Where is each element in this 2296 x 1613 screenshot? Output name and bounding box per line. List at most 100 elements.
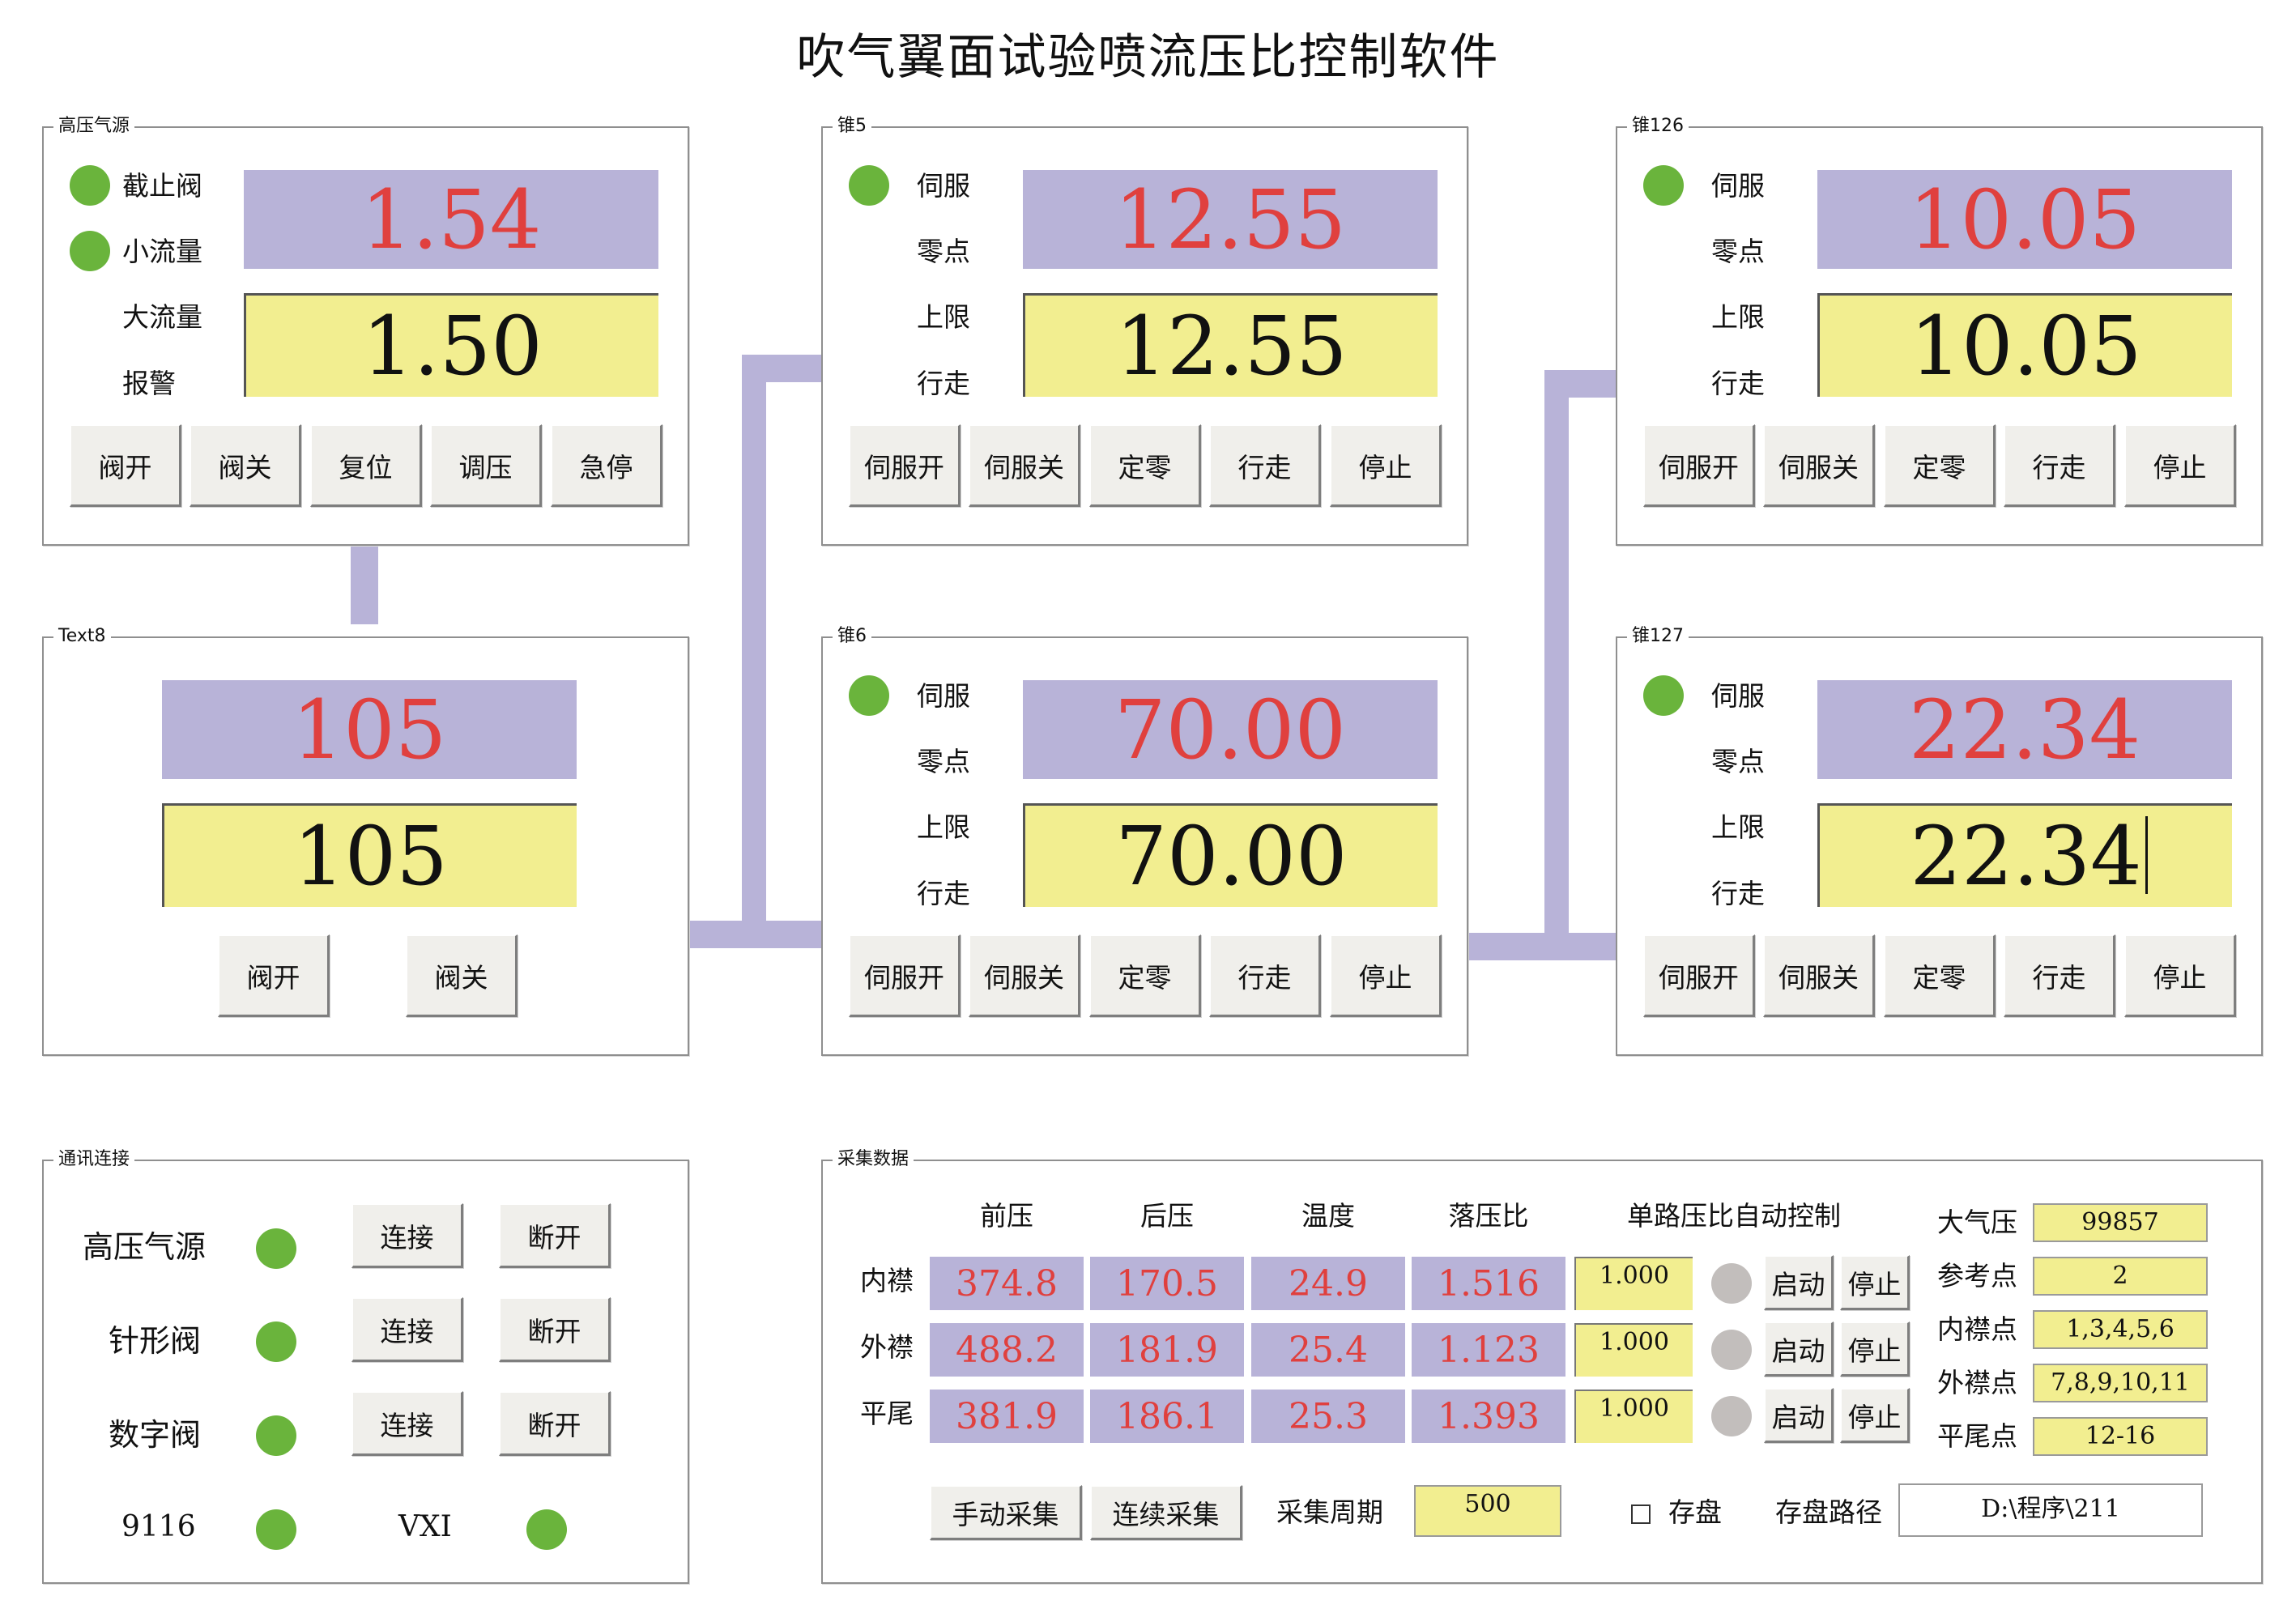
stop-button[interactable]: 停止 — [2124, 934, 2236, 1017]
app-title: 吹气翼面试验喷流压比控制软件 — [796, 29, 1500, 86]
digital-valve-status-indicator — [256, 1415, 296, 1456]
comm-label-needle-valve: 针形阀 — [109, 1323, 202, 1359]
high-pressure-panel: 高压气源 截止阀 小流量 大流量 报警 1.54 1.50 阀开 阀关 复位 调… — [42, 116, 689, 546]
reset-button[interactable]: 复位 — [310, 424, 422, 507]
travel-button[interactable]: 行走 — [2004, 424, 2115, 507]
comm-label-9116: 9116 — [121, 1510, 196, 1543]
servo-off-button[interactable]: 伺服关 — [969, 934, 1080, 1017]
cone127-panel: 锥127 伺服 零点 上限 行走 22.34 22.34 伺服开 伺服关 定零 … — [1616, 626, 2263, 1056]
save-checkbox[interactable] — [1631, 1504, 1651, 1524]
zero-label: 零点 — [917, 236, 970, 267]
servo-indicator — [1643, 675, 1684, 716]
rear-pressure-value: 186.1 — [1090, 1390, 1244, 1443]
valve-open-button[interactable]: 阀开 — [70, 424, 181, 507]
disconnect-button[interactable]: 断开 — [499, 1297, 611, 1362]
panel-legend: 高压气源 — [53, 116, 135, 137]
manual-acquire-button[interactable]: 手动采集 — [930, 1485, 1082, 1540]
connect-button[interactable]: 连接 — [351, 1203, 463, 1268]
stop-button[interactable]: 停止 — [2124, 424, 2236, 507]
servo-indicator — [849, 675, 889, 716]
save-path-field[interactable]: D:\程序\211 — [1898, 1483, 2203, 1537]
stop-button[interactable]: 停止 — [1330, 934, 1442, 1017]
valve-close-button[interactable]: 阀关 — [406, 934, 518, 1017]
disconnect-button[interactable]: 断开 — [499, 1391, 611, 1456]
shutoff-valve-label: 截止阀 — [122, 170, 202, 202]
pressure-ratio-value: 1.123 — [1412, 1323, 1565, 1377]
servo-on-button[interactable]: 伺服开 — [849, 424, 961, 507]
acquire-period-field[interactable]: 500 — [1414, 1485, 1561, 1537]
travel-label: 行走 — [917, 878, 970, 909]
ratio-setpoint-field[interactable]: 1.000 — [1574, 1323, 1693, 1377]
text-caret — [2145, 816, 2148, 894]
reference-point-field[interactable]: 2 — [2033, 1257, 2208, 1296]
atmospheric-pressure-field[interactable]: 99857 — [2033, 1203, 2208, 1242]
set-zero-button[interactable]: 定零 — [1089, 424, 1201, 507]
start-button[interactable]: 启动 — [1764, 1255, 1834, 1310]
pressure-display: 1.54 — [244, 170, 658, 269]
stop-button[interactable]: 停止 — [1840, 1388, 1910, 1443]
ratio-setpoint-field[interactable]: 1.000 — [1574, 1390, 1693, 1443]
set-zero-button[interactable]: 定零 — [1884, 934, 1996, 1017]
ratio-setpoint-field[interactable]: 1.000 — [1574, 1257, 1693, 1310]
valve-close-button[interactable]: 阀关 — [190, 424, 301, 507]
pressure-setpoint-field[interactable]: 1.50 — [244, 293, 658, 397]
outer-flap-points-field[interactable]: 7,8,9,10,11 — [2033, 1364, 2208, 1402]
stop-button[interactable]: 停止 — [1840, 1321, 1910, 1377]
rear-pressure-value: 170.5 — [1090, 1257, 1244, 1310]
regulate-button[interactable]: 调压 — [430, 424, 542, 507]
inner-flap-points-field[interactable]: 1,3,4,5,6 — [2033, 1310, 2208, 1349]
large-flow-label: 大流量 — [122, 301, 202, 333]
servo-indicator — [1643, 165, 1684, 206]
save-path-label: 存盘路径 — [1775, 1496, 1882, 1528]
pipe-to-cone126 — [1544, 370, 1619, 398]
inner-flap-points-label: 内襟点 — [1937, 1313, 2017, 1345]
row-label-outer-flap: 外襟 — [860, 1331, 914, 1363]
cone6-panel: 锥6 伺服 零点 上限 行走 70.00 70.00 伺服开 伺服关 定零 行走… — [821, 626, 1468, 1056]
travel-label: 行走 — [1711, 878, 1765, 909]
servo-on-button[interactable]: 伺服开 — [849, 934, 961, 1017]
position-setpoint-field[interactable]: 22.34 — [1817, 803, 2232, 907]
connect-button[interactable]: 连接 — [351, 1391, 463, 1456]
servo-off-button[interactable]: 伺服关 — [1763, 424, 1875, 507]
servo-on-button[interactable]: 伺服开 — [1643, 934, 1755, 1017]
cone5-panel: 锥5 伺服 零点 上限 行走 12.55 12.55 伺服开 伺服关 定零 行走… — [821, 116, 1468, 546]
set-zero-button[interactable]: 定零 — [1089, 934, 1201, 1017]
acquire-period-label: 采集周期 — [1276, 1496, 1383, 1528]
emergency-stop-button[interactable]: 急停 — [551, 424, 662, 507]
travel-button[interactable]: 行走 — [2004, 934, 2115, 1017]
tail-points-field[interactable]: 12-16 — [2033, 1417, 2208, 1456]
text8-setpoint-field[interactable]: 105 — [162, 803, 577, 907]
comm-label-digital-valve: 数字阀 — [109, 1417, 202, 1453]
servo-off-button[interactable]: 伺服关 — [969, 424, 1080, 507]
panel-legend: 锥6 — [833, 626, 871, 647]
start-button[interactable]: 启动 — [1764, 1388, 1834, 1443]
col-header-auto-control: 单路压比自动控制 — [1627, 1200, 1841, 1232]
9116-status-indicator — [256, 1509, 296, 1550]
servo-indicator — [849, 165, 889, 206]
servo-on-button[interactable]: 伺服开 — [1643, 424, 1755, 507]
atmospheric-pressure-label: 大气压 — [1937, 1207, 2017, 1238]
disconnect-button[interactable]: 断开 — [499, 1203, 611, 1268]
stop-button[interactable]: 停止 — [1330, 424, 1442, 507]
servo-off-button[interactable]: 伺服关 — [1763, 934, 1875, 1017]
upper-limit-label: 上限 — [917, 301, 970, 333]
comm-label-high-pressure: 高压气源 — [83, 1229, 207, 1265]
start-button[interactable]: 启动 — [1764, 1321, 1834, 1377]
position-setpoint-field[interactable]: 10.05 — [1817, 293, 2232, 397]
front-pressure-value: 374.8 — [930, 1257, 1084, 1310]
pressure-ratio-value: 1.393 — [1412, 1390, 1565, 1443]
servo-label: 伺服 — [917, 680, 970, 712]
save-label: 存盘 — [1668, 1496, 1722, 1528]
position-setpoint-field[interactable]: 70.00 — [1023, 803, 1438, 907]
connect-button[interactable]: 连接 — [351, 1297, 463, 1362]
stop-button[interactable]: 停止 — [1840, 1255, 1910, 1310]
small-flow-label: 小流量 — [122, 236, 202, 267]
travel-button[interactable]: 行走 — [1209, 934, 1321, 1017]
pipe-cone6-to-right — [1468, 933, 1619, 960]
col-header-rear-pressure: 后压 — [1140, 1200, 1194, 1232]
position-setpoint-field[interactable]: 12.55 — [1023, 293, 1438, 397]
continuous-acquire-button[interactable]: 连续采集 — [1090, 1485, 1242, 1540]
valve-open-button[interactable]: 阀开 — [218, 934, 330, 1017]
travel-button[interactable]: 行走 — [1209, 424, 1321, 507]
set-zero-button[interactable]: 定零 — [1884, 424, 1996, 507]
